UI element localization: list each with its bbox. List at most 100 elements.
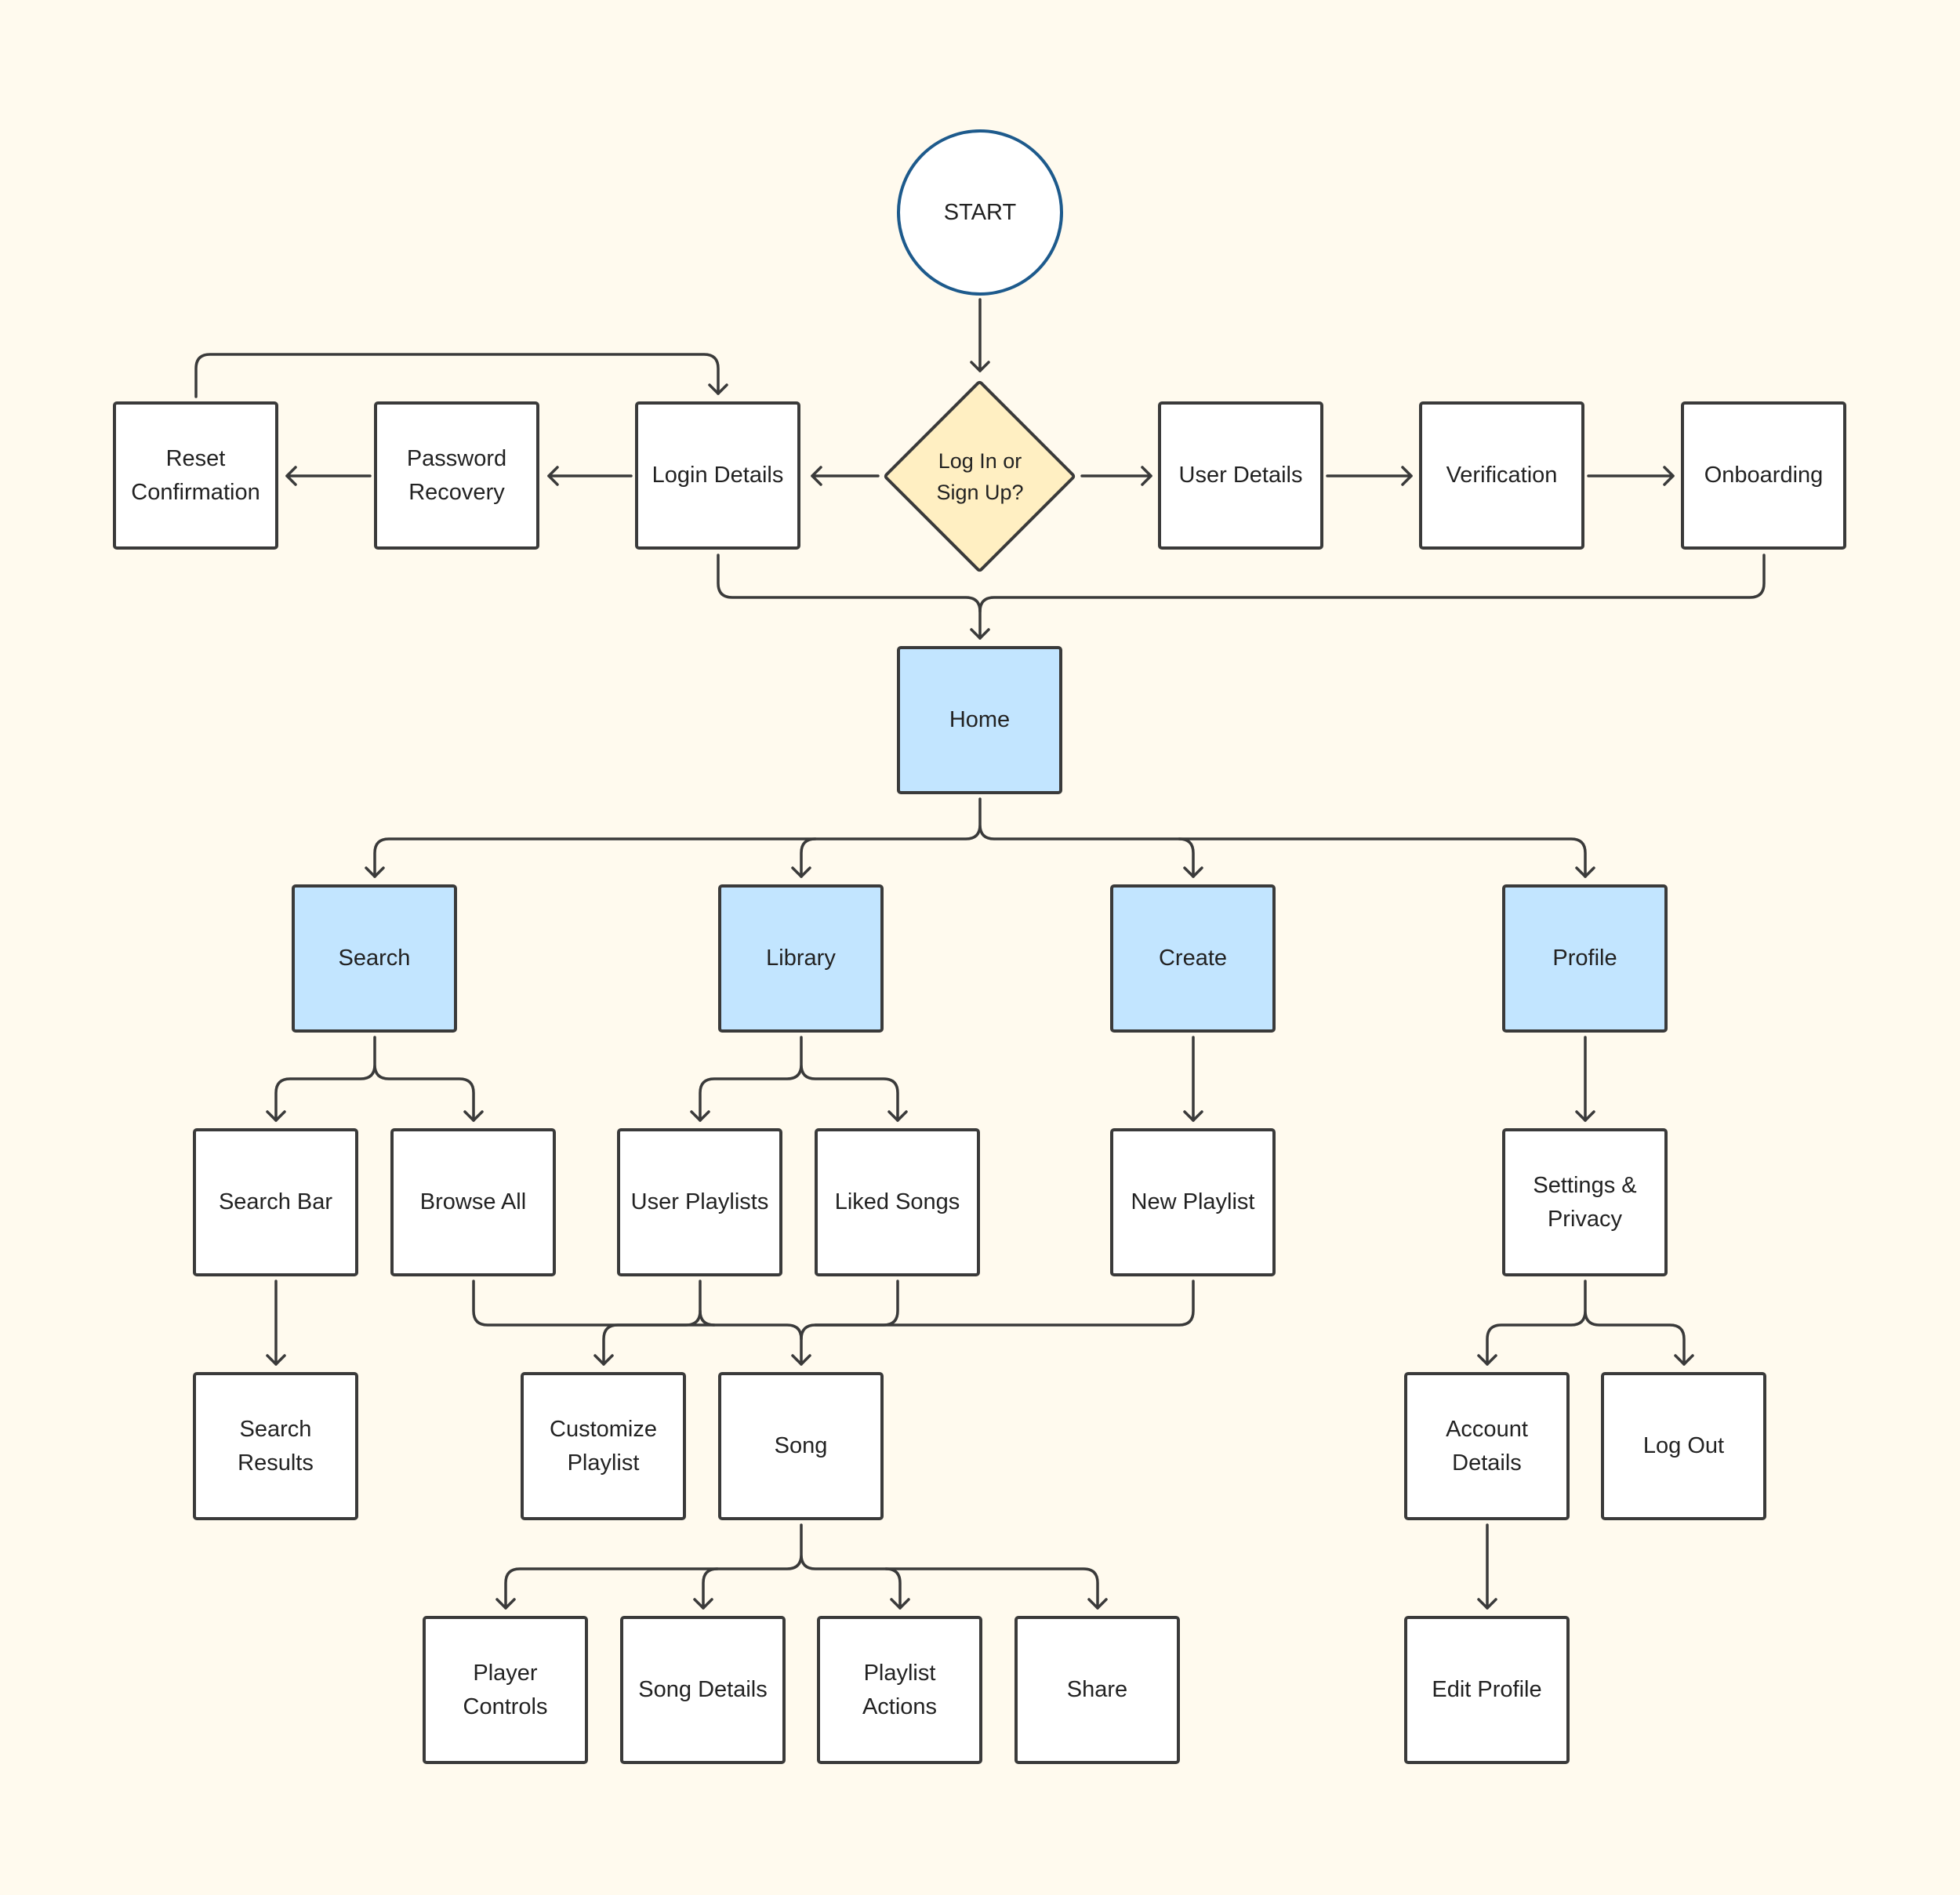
account-details-node: Account Details: [1404, 1372, 1570, 1520]
arrow-to-playlist-actions: [890, 1598, 910, 1610]
connector-settings-branch: [1486, 1280, 1686, 1366]
connector-userplaylists-merge: [699, 1280, 716, 1327]
search-bar-label: Search Bar: [218, 1189, 333, 1215]
customize-playlist-label: Customize Playlist: [550, 1417, 657, 1476]
reset-confirmation-label: Reset Confirmation: [131, 446, 260, 505]
new-playlist-node: New Playlist: [1110, 1128, 1276, 1276]
connector-reset-login: [194, 353, 720, 398]
share-label: Share: [1066, 1677, 1128, 1703]
arrow-to-onboarding: [1663, 466, 1675, 486]
arrow-to-search-results: [266, 1354, 286, 1366]
connector-browse-song: [472, 1280, 803, 1366]
liked-songs-label: Liked Songs: [834, 1189, 960, 1215]
home-node: Home: [897, 646, 1062, 794]
browse-all-label: Browse All: [419, 1189, 527, 1215]
connector-song-branch: [504, 1523, 1099, 1610]
connector-library-branch: [699, 1036, 899, 1122]
arrow-to-liked-songs: [887, 1110, 908, 1122]
arrow-to-browse-all: [463, 1110, 484, 1122]
arrow-to-share: [1087, 1598, 1108, 1610]
verification-label: Verification: [1446, 463, 1558, 488]
password-recovery-node: Password Recovery: [374, 401, 539, 550]
connector-song-playlistactions: [884, 1567, 902, 1610]
search-label: Search: [338, 946, 411, 971]
log-out-node: Log Out: [1601, 1372, 1766, 1520]
playlist-actions-node: Playlist Actions: [817, 1616, 982, 1764]
customize-playlist-node: Customize Playlist: [521, 1372, 686, 1520]
player-controls-label: Player Controls: [463, 1661, 548, 1719]
user-playlists-label: User Playlists: [630, 1189, 769, 1215]
onboarding-node: Onboarding: [1681, 401, 1846, 550]
connector-login-home: [717, 554, 982, 640]
arrow-to-search: [365, 866, 385, 878]
password-recovery-label: Password Recovery: [406, 446, 507, 505]
arrow-to-new-playlist: [1183, 1110, 1203, 1122]
verification-node: Verification: [1419, 401, 1584, 550]
connector-onboarding-home: [978, 554, 1766, 613]
search-node: Search: [292, 884, 457, 1033]
connector-home-branch: [373, 797, 1587, 878]
connector-userplaylists-customize: [602, 1309, 702, 1366]
connector-home-create: [1178, 837, 1195, 878]
edit-profile-node: Edit Profile: [1404, 1616, 1570, 1764]
start-label: START: [943, 199, 1017, 225]
arrow-to-user-playlists: [690, 1110, 710, 1122]
arrow-to-password: [547, 466, 559, 486]
arrow-to-logout: [1674, 1354, 1694, 1366]
playlist-actions-label: Playlist Actions: [862, 1661, 938, 1719]
search-results-label: Search Results: [238, 1417, 314, 1476]
arrow-to-library: [791, 866, 811, 878]
arrow-to-player-controls: [495, 1598, 516, 1610]
start-node: START: [897, 129, 1063, 296]
create-label: Create: [1158, 946, 1228, 971]
liked-songs-node: Liked Songs: [815, 1128, 980, 1276]
user-details-label: User Details: [1178, 463, 1303, 488]
song-details-node: Song Details: [620, 1616, 786, 1764]
arrow-to-user-details: [1141, 466, 1152, 486]
settings-privacy-label: Settings & Privacy: [1533, 1173, 1637, 1232]
profile-label: Profile: [1552, 946, 1617, 971]
arrow-to-customize: [593, 1354, 614, 1366]
user-playlists-node: User Playlists: [617, 1128, 782, 1276]
account-details-label: Account Details: [1446, 1417, 1528, 1476]
login-details-label: Login Details: [652, 463, 784, 488]
profile-node: Profile: [1502, 884, 1668, 1033]
arrow-to-home: [970, 628, 990, 640]
arrow-to-search-bar: [266, 1110, 286, 1122]
user-details-node: User Details: [1158, 401, 1323, 550]
song-details-label: Song Details: [638, 1677, 768, 1703]
onboarding-label: Onboarding: [1704, 463, 1824, 488]
connector-likedsongs-merge: [800, 1280, 899, 1341]
arrow-to-login: [811, 466, 822, 486]
log-out-label: Log Out: [1642, 1433, 1725, 1459]
arrow-to-reset: [285, 466, 297, 486]
connector-home-library: [800, 837, 817, 878]
arrow-to-song-details: [693, 1598, 713, 1610]
arrow-to-decision: [970, 361, 990, 372]
arrow-to-profile: [1575, 866, 1595, 878]
decision-label-box: Log In or Sign Up?: [882, 379, 1078, 575]
edit-profile-label: Edit Profile: [1432, 1677, 1542, 1703]
reset-confirmation-node: Reset Confirmation: [113, 401, 278, 550]
share-node: Share: [1014, 1616, 1180, 1764]
connector-search-branch: [274, 1036, 475, 1122]
arrow-reset-to-login: [708, 383, 728, 395]
decision-label: Log In or Sign Up?: [936, 448, 1024, 505]
search-results-node: Search Results: [193, 1372, 358, 1520]
song-label: Song: [774, 1433, 828, 1459]
create-node: Create: [1110, 884, 1276, 1033]
home-label: Home: [949, 707, 1011, 733]
arrow-to-edit-profile: [1477, 1598, 1497, 1610]
player-controls-node: Player Controls: [423, 1616, 588, 1764]
search-bar-node: Search Bar: [193, 1128, 358, 1276]
browse-all-node: Browse All: [390, 1128, 556, 1276]
library-node: Library: [718, 884, 884, 1033]
arrow-to-song: [791, 1354, 811, 1366]
song-node: Song: [718, 1372, 884, 1520]
arrow-to-account: [1477, 1354, 1497, 1366]
arrow-to-verification: [1401, 466, 1413, 486]
arrow-to-create: [1183, 866, 1203, 878]
new-playlist-label: New Playlist: [1131, 1189, 1255, 1215]
